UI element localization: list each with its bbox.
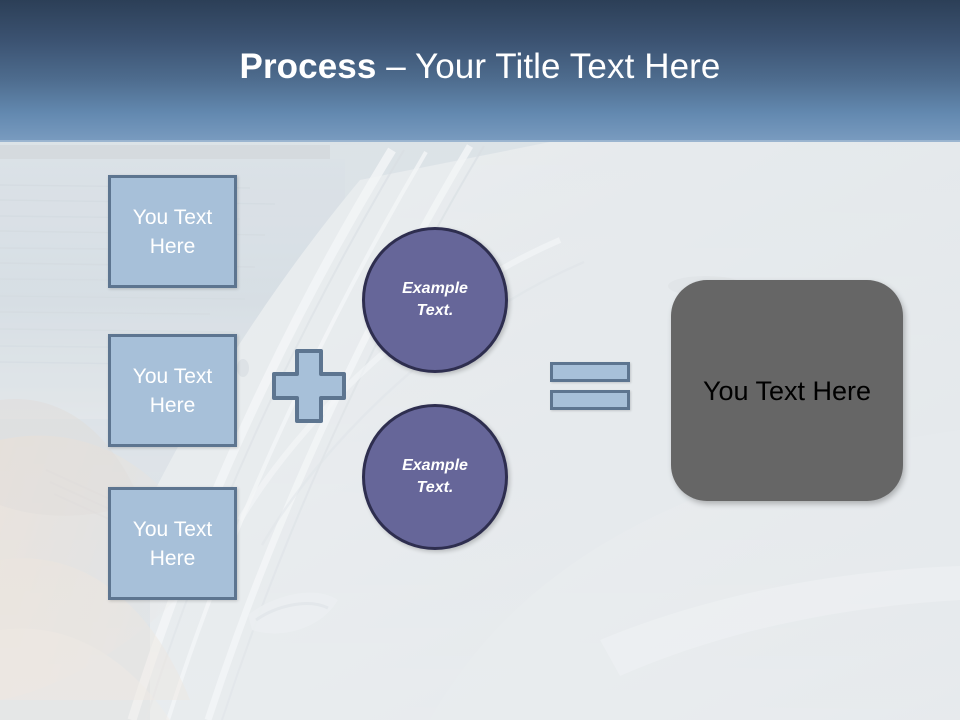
equals-icon <box>550 362 630 412</box>
result-panel-label: You Text Here <box>702 375 872 406</box>
page-title: Process – Your Title Text Here <box>0 46 960 88</box>
result-panel[interactable]: You Text Here <box>671 280 903 501</box>
plus-icon <box>271 348 347 424</box>
equals-bar-bottom <box>550 390 630 410</box>
title-banner <box>0 0 960 142</box>
page-title-strong: Process <box>239 47 377 86</box>
equals-bar-top <box>550 362 630 382</box>
page-title-rest: – Your Title Text Here <box>376 47 721 86</box>
